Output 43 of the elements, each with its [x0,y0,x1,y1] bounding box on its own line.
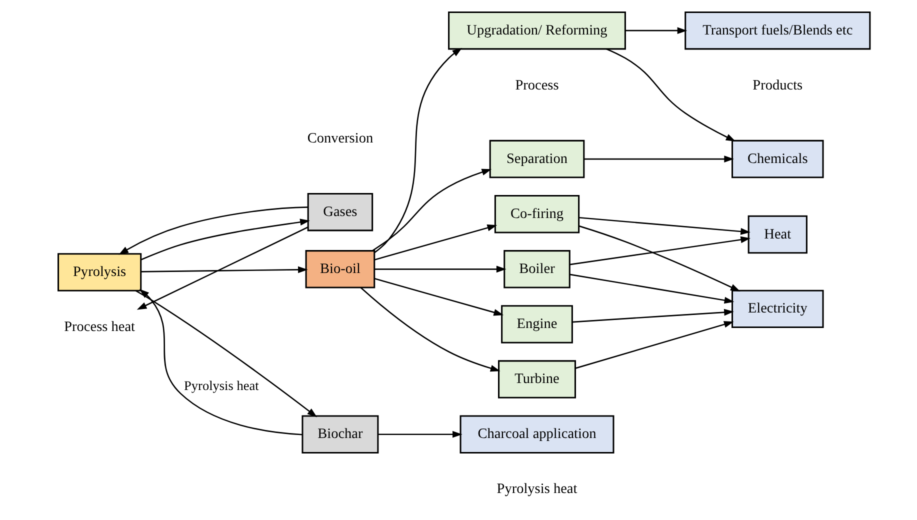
node-box: Chemicals [731,140,824,178]
arrow [584,156,734,162]
arrow [371,168,492,252]
node-box: Charcoal application [459,415,614,454]
arrow [136,226,308,310]
arrow [138,288,302,436]
arrow [378,430,462,438]
node-box: Pyrolysis [57,253,142,292]
node-box: Biochar [301,415,378,454]
node-box: Transport fuels/Blends etc [684,11,870,50]
label: Products [752,77,802,94]
node-box: Electricity [731,290,824,328]
node-box: Heat [747,215,807,254]
arrow [360,287,500,372]
node-box: Separation [488,140,584,178]
arrow [569,274,734,304]
node-box: Upgradation/ Reforming [448,11,626,50]
arrow [374,48,462,253]
node-box: Turbine [498,360,576,398]
arrow [118,206,308,255]
arrow [374,278,504,316]
arrow [569,236,750,266]
node-text: Process heat [64,319,135,336]
label: Pyrolysis heat [496,481,577,498]
arrow [578,225,740,292]
arrow [572,308,734,323]
node-box: Engine [500,305,572,344]
arrow [140,266,308,274]
label: Conversion [306,130,373,146]
arrow [606,48,736,142]
node-box: Co-firing [494,195,580,234]
node-box: Gases [306,192,373,232]
label: Process [514,77,558,94]
arrow [578,216,750,235]
node-box: Bio-oil [304,250,375,288]
arrow [574,321,734,369]
arrow [625,27,687,34]
arrow [134,290,317,418]
edge-label: Pyrolysis heat [184,378,258,393]
arrow [140,218,310,260]
arrow [374,266,506,273]
arrow [374,224,497,260]
node-box: Boiler [503,250,570,288]
